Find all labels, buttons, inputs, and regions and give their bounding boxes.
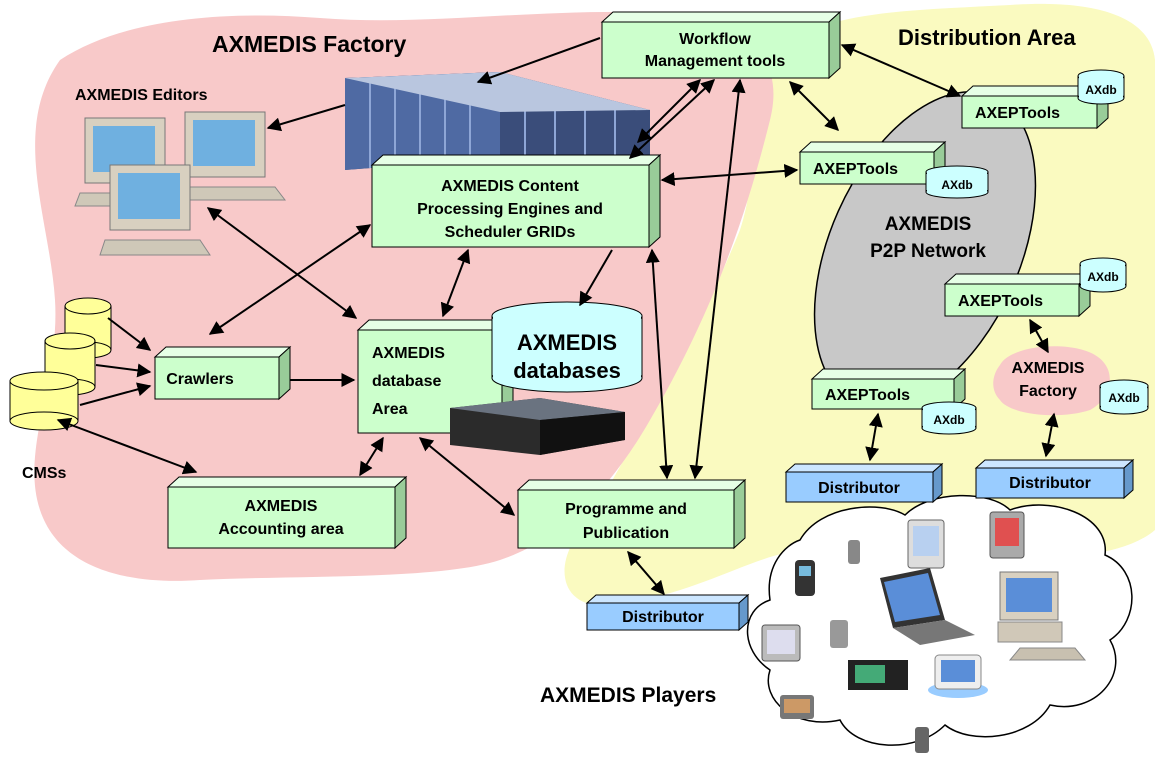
svg-text:Accounting area: Accounting area: [218, 521, 343, 538]
arrow-axeptools-smallfactory: [1029, 318, 1049, 354]
svg-text:database: database: [372, 373, 441, 390]
p2p-title-1: AXMEDIS: [885, 214, 972, 235]
svg-text:AXMEDIS: AXMEDIS: [517, 330, 617, 355]
svg-text:AXEPTools: AXEPTools: [958, 293, 1043, 310]
svg-text:AXMEDIS: AXMEDIS: [245, 498, 318, 515]
arrow-smallfactory-distributor: [1041, 412, 1059, 458]
axdb-cylinder-middle: AXdb: [925, 165, 989, 199]
laptop-icon: [880, 568, 975, 645]
small-factory-label-1: AXMEDIS: [1012, 360, 1085, 377]
desktop-computer-icon: [997, 571, 1087, 661]
svg-text:AXdb: AXdb: [1085, 83, 1116, 97]
svg-text:AXEPTools: AXEPTools: [975, 105, 1060, 122]
axdb-cylinder-bottom: AXdb: [921, 401, 977, 435]
distribution-title: Distribution Area: [898, 25, 1076, 50]
player-devices: [761, 511, 1087, 753]
mobile-phone-2-icon: [915, 727, 929, 753]
svg-text:Distributor: Distributor: [818, 480, 900, 497]
axeptools-box-bottom[interactable]: AXEPTools: [810, 367, 967, 411]
svg-text:AXEPTools: AXEPTools: [813, 161, 898, 178]
svg-text:Area: Area: [372, 401, 408, 418]
imac-icon: [928, 654, 988, 698]
editor-computers-image: [74, 111, 287, 256]
arrow-workflow-rack: [476, 37, 601, 85]
svg-text:Processing Engines and: Processing Engines and: [417, 201, 603, 218]
cmss-label: CMSs: [22, 465, 67, 482]
small-factory-label-2: Factory: [1019, 383, 1077, 400]
svg-text:AXdb: AXdb: [1108, 391, 1139, 405]
small-factory-region: [993, 346, 1110, 416]
svg-text:Programme and: Programme and: [565, 501, 687, 518]
svg-text:AXdb: AXdb: [941, 178, 972, 192]
arrow-workflow-axeptools-tr: [840, 43, 962, 98]
arrow-cms-crawlers-1: [107, 317, 152, 351]
axmedis-databases-cylinder: AXMEDIS databases: [491, 301, 643, 393]
processing-engines-box[interactable]: AXMEDIS Content Processing Engines and S…: [370, 153, 662, 249]
arrow-programme-distributor: [627, 550, 665, 596]
editors-label: AXMEDIS Editors: [75, 87, 208, 104]
arrow-cms-crawlers-3: [79, 382, 152, 406]
mobile-phone-3-icon: [848, 540, 860, 564]
svg-text:Crawlers: Crawlers: [166, 371, 234, 388]
svg-text:AXEPTools: AXEPTools: [825, 387, 910, 404]
workflow-box[interactable]: Workflow Management tools: [600, 10, 842, 80]
p2p-title-2: P2P Network: [870, 241, 986, 262]
arrow-processing-programme: [645, 248, 674, 480]
svg-text:Management tools: Management tools: [645, 53, 786, 70]
distributor-box-left[interactable]: Distributor: [784, 462, 944, 504]
arrow-cms-crawlers-2: [95, 363, 152, 378]
arrow-workflow-programme: [689, 78, 746, 480]
arrow-processing-axeptools: [660, 163, 799, 187]
pager-icon: [830, 620, 848, 648]
svg-text:Distributor: Distributor: [1009, 475, 1091, 492]
crawlers-box[interactable]: Crawlers: [153, 345, 292, 401]
axeptools-box-middle[interactable]: AXEPTools: [798, 140, 947, 186]
svg-text:AXdb: AXdb: [933, 413, 964, 427]
arrow-workflow-axeptools-mid: [789, 81, 839, 131]
cms-databases: [9, 297, 112, 431]
arrows: [56, 37, 1059, 596]
arrow-cms-accounting: [56, 417, 198, 475]
mobile-phone-icon: [795, 560, 815, 596]
axdb-cylinder-top-right: AXdb: [1077, 69, 1125, 105]
arrow-rack-editors: [266, 104, 346, 132]
players-title: AXMEDIS Players: [540, 684, 716, 707]
arrow-dbarea-programme: [418, 437, 516, 516]
arrow-processing-dbarea: [440, 248, 471, 318]
svg-text:AXMEDIS: AXMEDIS: [372, 345, 445, 362]
axdb-cylinder-small-factory: AXdb: [1099, 379, 1149, 415]
distributor-box-right[interactable]: Distributor: [974, 458, 1135, 500]
svg-text:AXdb: AXdb: [1087, 270, 1118, 284]
accounting-box[interactable]: AXMEDIS Accounting area: [166, 475, 408, 550]
arrow-editors-dbarea: [206, 207, 358, 319]
arrow-axeptools-distributor-left: [865, 412, 883, 462]
svg-text:Distributor: Distributor: [622, 609, 704, 626]
svg-text:Publication: Publication: [583, 525, 669, 542]
arrow-dbarea-accounting: [359, 436, 384, 477]
factory-title: AXMEDIS Factory: [212, 31, 406, 57]
distributor-box-bottom[interactable]: Distributor: [585, 593, 750, 632]
axdb-cylinder-right: AXdb: [1079, 257, 1127, 293]
svg-text:Scheduler GRIDs: Scheduler GRIDs: [445, 224, 576, 241]
svg-text:AXMEDIS Content: AXMEDIS Content: [441, 178, 579, 195]
arrow-processing-databases: [579, 249, 613, 307]
programme-publication-box[interactable]: Programme and Publication: [516, 478, 747, 550]
axeptools-box-right[interactable]: AXEPTools: [943, 272, 1092, 318]
svg-text:databases: databases: [513, 358, 621, 383]
svg-text:Workflow: Workflow: [679, 31, 751, 48]
server-rack-image: [345, 72, 650, 170]
